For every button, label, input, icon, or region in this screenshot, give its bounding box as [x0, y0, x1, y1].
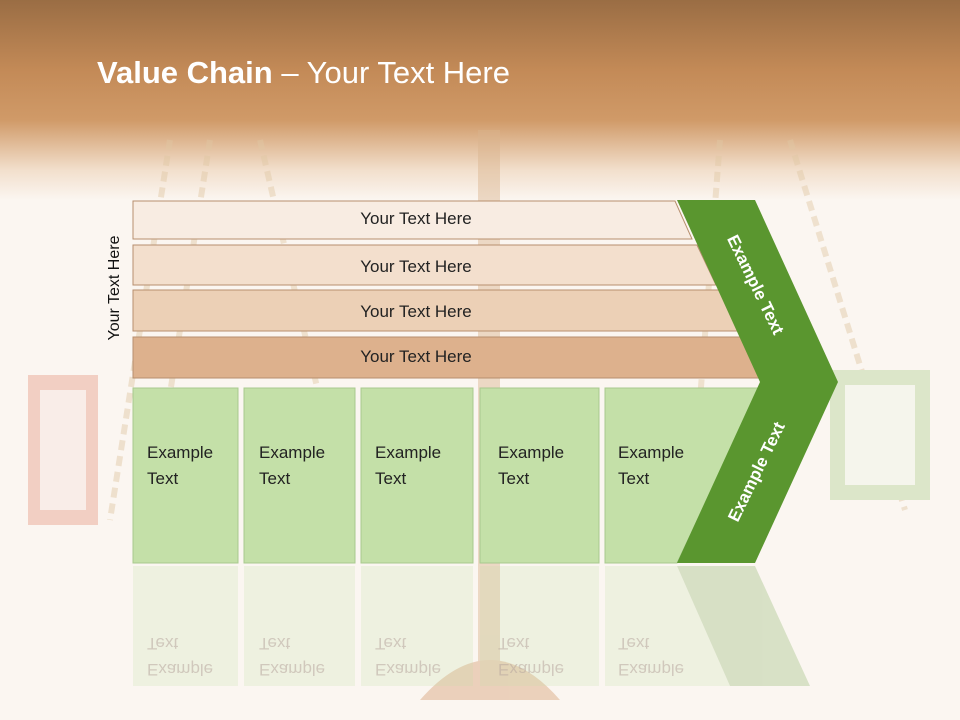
reflection-group	[133, 566, 810, 686]
page-title: Value Chain – Your Text Here	[97, 55, 510, 91]
header-band	[0, 0, 960, 200]
card-4	[479, 387, 600, 564]
bar-label-2: Your Text Here	[360, 257, 472, 276]
bar-label-4: Your Text Here	[360, 347, 472, 366]
card-2	[243, 387, 356, 564]
title-rest: – Your Text Here	[272, 55, 510, 90]
chevron-arrow	[677, 200, 838, 563]
bar-1	[132, 200, 693, 240]
bar-label-3: Your Text Here	[360, 302, 472, 321]
card-3	[360, 387, 474, 564]
card-1	[132, 387, 239, 564]
bar-label-1: Your Text Here	[360, 209, 472, 228]
title-bold: Value Chain	[97, 55, 273, 90]
